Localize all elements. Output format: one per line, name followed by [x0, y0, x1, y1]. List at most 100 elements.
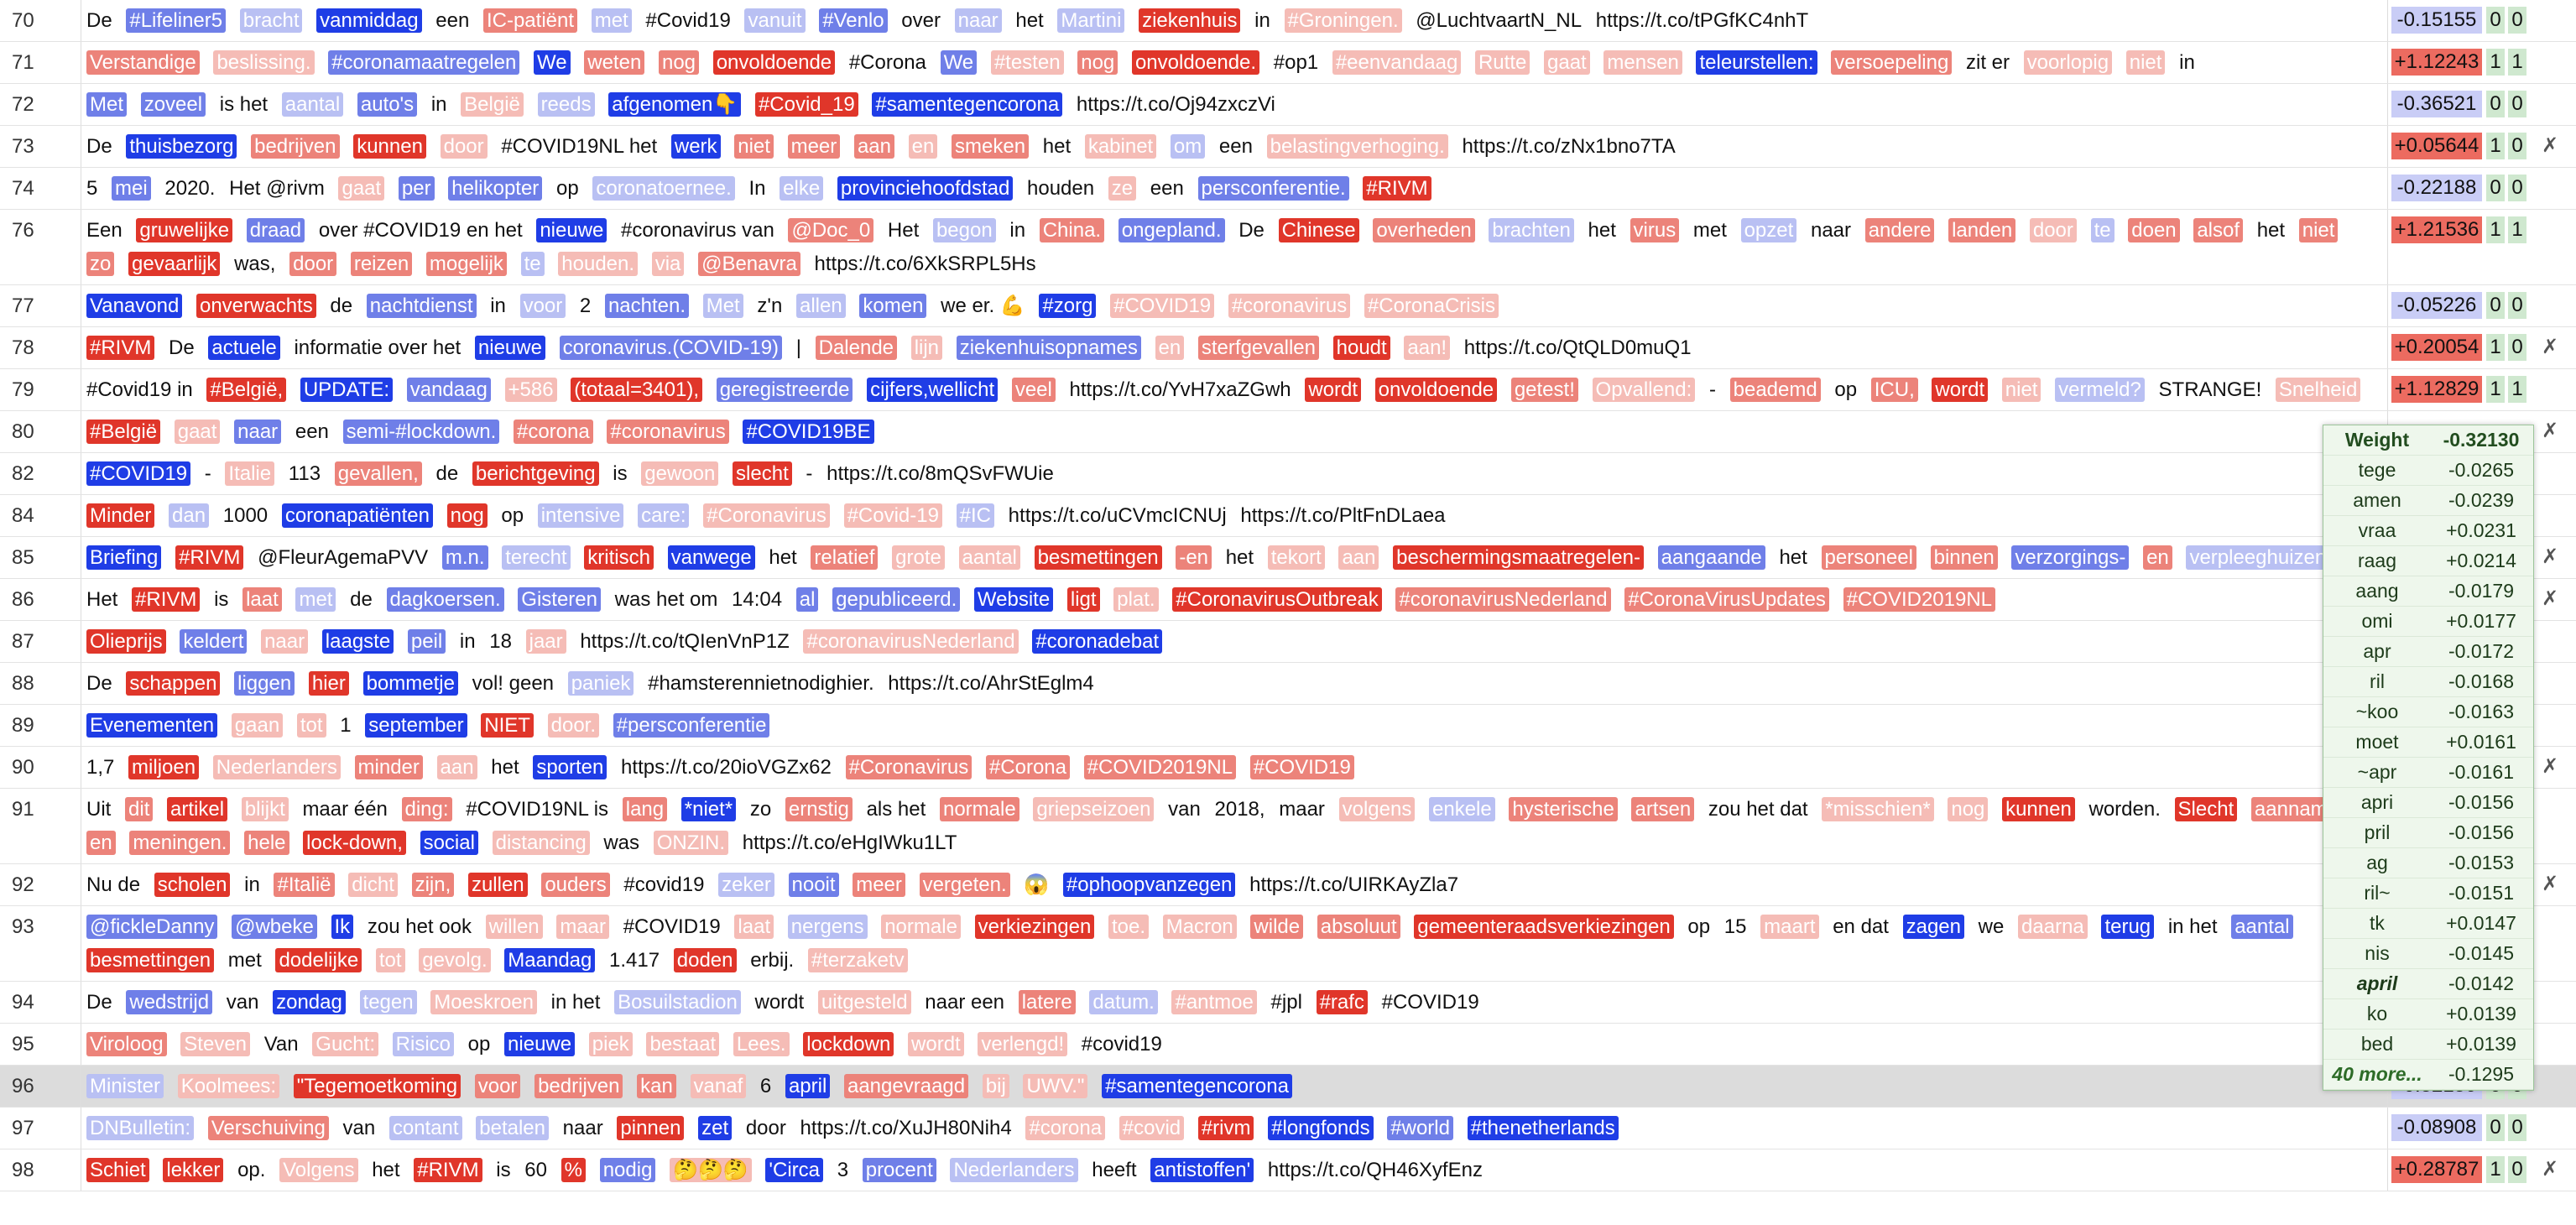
weight-more-link[interactable]: 40 more...	[2332, 1063, 2422, 1085]
highlighted-token: al	[795, 587, 819, 612]
weight-row: apr-0.0172	[2323, 637, 2533, 667]
highlighted-token: #CoronaCrisis	[1364, 294, 1499, 318]
token: houden	[1027, 177, 1095, 200]
highlighted-token: #COVID2019NL	[1843, 587, 1996, 612]
table-row[interactable]: 78#RIVM De actuele informatie over het n…	[0, 327, 2576, 369]
token: 2020.	[164, 177, 216, 200]
highlighted-token: helikopter	[448, 176, 543, 201]
tweet-text: DNBulletin: Verschuiving van contant bet…	[81, 1108, 2388, 1149]
highlighted-token: procent	[862, 1158, 936, 1182]
weight-row: ag-0.0153	[2323, 848, 2533, 878]
highlighted-token: aantal	[958, 545, 1020, 570]
token: maar	[1279, 798, 1325, 821]
mismatch-icon: ✗	[2541, 134, 2559, 157]
table-row[interactable]: 79#Covid19 in #België, UPDATE: vandaag +…	[0, 369, 2576, 411]
weight-row: aang-0.0179	[2323, 576, 2533, 607]
highlighted-token: april	[785, 1074, 831, 1098]
token: het	[1588, 219, 1616, 242]
weight-row: vraa+0.0231	[2323, 516, 2533, 546]
token: het	[1015, 9, 1044, 32]
row-number: 96	[12, 1075, 34, 1097]
weight-value: -0.0161	[2448, 761, 2514, 783]
weight-feature: tege	[2358, 459, 2396, 481]
highlighted-token: landen	[1948, 218, 2016, 242]
highlighted-token: nog	[658, 50, 700, 75]
highlighted-token: normale	[881, 915, 961, 939]
highlighted-token: versoepeling	[1831, 50, 1953, 75]
token: zo	[749, 798, 772, 821]
highlighted-token: willen	[485, 915, 543, 939]
predicted-label: 1	[2486, 216, 2505, 243]
highlighted-token: #samentegencorona	[1102, 1074, 1292, 1098]
highlighted-token: Macron	[1162, 915, 1237, 939]
highlighted-token: reizen	[350, 252, 413, 276]
token: was,	[234, 253, 276, 275]
highlighted-token: laat	[242, 587, 282, 612]
highlighted-token: zo	[86, 252, 115, 276]
table-row[interactable]: 93@fickleDanny @wbeke Ik zou het ook wil…	[0, 906, 2576, 982]
token: van	[1168, 798, 1201, 821]
highlighted-token: zet	[698, 1116, 733, 1140]
highlighted-token: ziekenhuisopnames	[956, 336, 1141, 360]
highlighted-token: Martini	[1057, 8, 1125, 33]
token: het	[769, 546, 797, 569]
highlighted-token: hier	[308, 671, 349, 696]
tweet-text: Verstandige beslissing. #coronamaatregel…	[81, 42, 2388, 83]
highlighted-token: doen	[2128, 218, 2180, 242]
highlighted-token: virus	[1630, 218, 1680, 242]
table-row[interactable]: 80#België gaat naar een semi-#lockdown. …	[0, 411, 2576, 453]
highlighted-token: toe.	[1108, 915, 1150, 939]
token: zit er	[1965, 51, 2010, 74]
tweet-text: Briefing #RIVM @FleurAgemaPVV m.n. terec…	[81, 537, 2388, 578]
weight-more-row[interactable]: 40 more... -0.1295	[2323, 1060, 2533, 1090]
highlighted-token: onvoldoende	[1374, 378, 1498, 402]
tweet-text: De #Lifeliner5 bracht vanmiddag een IC-p…	[81, 0, 2388, 41]
highlighted-token: bracht	[239, 8, 303, 33]
highlighted-token: thuisbezorg	[126, 134, 237, 159]
highlighted-token: nog	[1948, 797, 1989, 821]
row-number: 73	[12, 135, 34, 158]
highlighted-token: aan!	[1404, 336, 1451, 360]
token: https://t.co/uCVmcICNUj	[1008, 504, 1227, 527]
highlighted-token: #rafc	[1316, 990, 1368, 1014]
true-label: 0	[2508, 175, 2526, 201]
highlighted-token: sporten	[533, 755, 607, 779]
highlighted-token: "Tegemoetkoming	[293, 1074, 461, 1098]
highlighted-token: lockdown	[803, 1032, 894, 1056]
token: 1,7	[86, 756, 115, 779]
token: -	[806, 462, 813, 485]
highlighted-token: coronavirus.(COVID-19)	[559, 336, 783, 360]
table-row[interactable]: 82#COVID19 - Italie 113 gevallen, de ber…	[0, 453, 2576, 495]
row-number: 80	[12, 420, 34, 443]
highlighted-token: met	[591, 8, 632, 33]
highlighted-token: #COVID2019NL	[1083, 755, 1237, 779]
token: @LuchtvaartN_NL	[1416, 9, 1583, 32]
true-label: 0	[2508, 7, 2526, 34]
token: de	[350, 588, 373, 611]
token: Uit	[86, 798, 112, 821]
highlighted-token: bij	[982, 1074, 1009, 1098]
highlighted-token: draad	[246, 218, 305, 242]
highlighted-token: werk	[670, 134, 721, 159]
